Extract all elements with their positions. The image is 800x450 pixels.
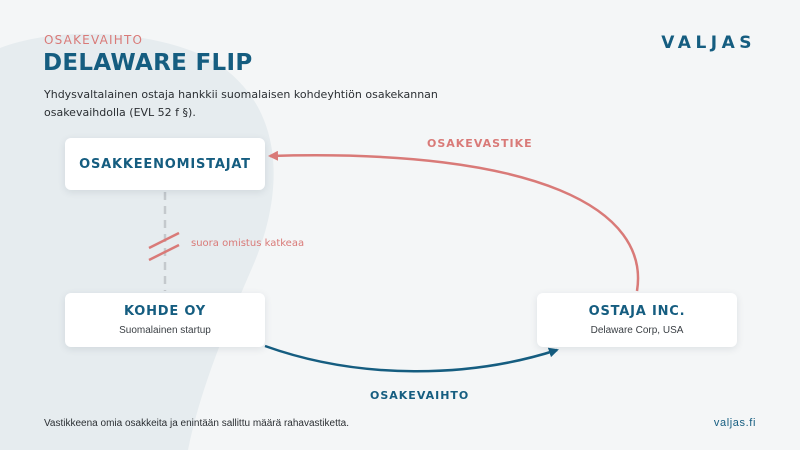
node-target-title: KOHDE OY xyxy=(123,304,207,319)
page-title: DELAWARE FLIP xyxy=(43,50,253,76)
node-target-subtitle: Suomalainen startup xyxy=(119,325,211,336)
node-shareholders-title: OSAKKEENOMISTAJAT xyxy=(79,156,251,172)
consideration-arrow xyxy=(268,150,640,292)
footer-link[interactable]: valjas.fi xyxy=(713,417,756,429)
node-buyer-company: OSTAJA INC. Delaware Corp, USA xyxy=(537,293,737,347)
consideration-label: OSAKEVASTIKE xyxy=(427,137,533,150)
brand-logo: VALJAS xyxy=(661,33,756,53)
section-kicker: OSAKEVAIHTO xyxy=(44,33,144,47)
share-exchange-arrow xyxy=(264,344,559,373)
node-shareholders: OSAKKEENOMISTAJAT xyxy=(65,138,265,190)
node-buyer-title: OSTAJA INC. xyxy=(588,304,686,319)
share-exchange-label: OSAKEVAIHTO xyxy=(370,389,470,402)
break-mark-2 xyxy=(148,243,180,262)
node-target-company: KOHDE OY Suomalainen startup xyxy=(65,293,265,347)
node-buyer-subtitle: Delaware Corp, USA xyxy=(590,325,684,336)
break-mark-1 xyxy=(148,231,180,250)
broken-ownership-label: suora omistus katkeaa xyxy=(191,238,305,249)
footer-note: Vastikkeena omia osakkeita ja enintään s… xyxy=(44,418,349,429)
page-subtitle: Yhdysvaltalainen ostaja hankkii suomalai… xyxy=(44,88,438,119)
